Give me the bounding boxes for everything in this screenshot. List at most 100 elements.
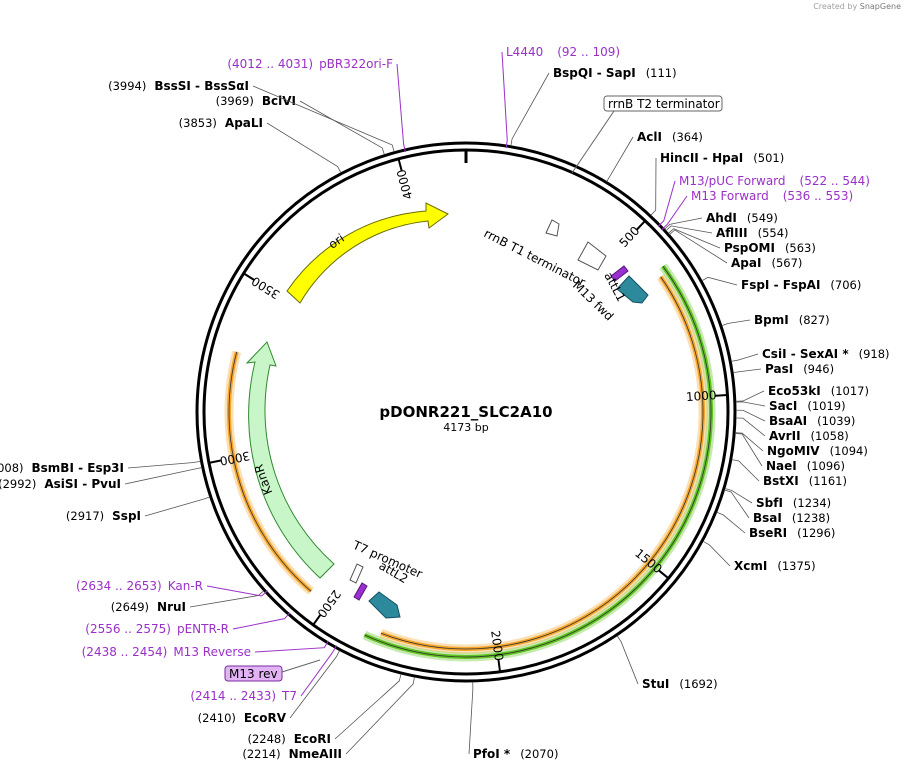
restriction-site[interactable]: NgoMIV(1094) [767, 444, 868, 458]
site-name: BssSI - BssSαI [154, 79, 249, 93]
restriction-site[interactable]: PspOMI(563) [724, 241, 816, 255]
restriction-site[interactable]: ApaI(567) [731, 256, 802, 270]
restriction-site[interactable]: BclVI(3969) [216, 94, 296, 108]
restriction-site[interactable]: PasI(946) [765, 362, 834, 376]
site-position: (2214) [242, 747, 280, 761]
restriction-site[interactable]: HincII - HpaI(501) [660, 151, 784, 165]
m13-rev-box[interactable]: M13 rev [224, 659, 321, 682]
site-name: SacI [769, 399, 797, 413]
restriction-site[interactable]: SbfI(1234) [756, 496, 831, 510]
site-leader [289, 650, 340, 719]
site-name: NmeAIII [289, 747, 342, 761]
primer-name: Kan-R [168, 579, 203, 593]
site-position: (364) [672, 130, 703, 144]
restriction-site[interactable]: Eco53kI(1017) [768, 384, 869, 398]
site-leader [735, 401, 766, 407]
restriction-site[interactable]: EcoRI(2248) [247, 732, 331, 746]
restriction-site[interactable]: ApaLI(3853) [179, 116, 263, 130]
restriction-site[interactable]: AflIII(554) [716, 226, 789, 240]
restriction-site[interactable]: SacI (1019) [769, 399, 846, 413]
primer[interactable]: M13/pUC Forward(522 .. 544) [679, 174, 870, 188]
attL1-feature[interactable] [616, 275, 649, 304]
credit-prefix: Created by [813, 2, 858, 11]
backbone-outer [195, 141, 737, 683]
site-position: (1375) [777, 559, 815, 573]
restriction-site[interactable]: FspI - FspAI(706) [741, 278, 861, 292]
restriction-site[interactable]: BstXI(1161) [763, 474, 847, 488]
site-position: (1234) [793, 496, 831, 510]
primer-name: M13/pUC Forward [679, 174, 786, 188]
site-leader [616, 635, 639, 685]
restriction-site[interactable]: NmeAIII (2214) [242, 747, 342, 761]
primer[interactable]: M13 Forward(536 .. 553) [691, 189, 853, 203]
site-name: BseRI [749, 526, 787, 540]
site-leader [665, 225, 713, 234]
site-name: PspOMI [724, 241, 775, 255]
restriction-site[interactable]: BsmBI - Esp3I(3008) [0, 461, 124, 475]
site-name: AclI [637, 130, 662, 144]
attL2-feature[interactable] [368, 591, 401, 619]
restriction-site[interactable]: AvrII(1058) [769, 429, 849, 443]
restriction-site[interactable]: PfoI *(2070) [473, 747, 558, 761]
site-leader [266, 122, 342, 173]
m13-rev-feature[interactable] [353, 582, 368, 601]
site-leader [664, 217, 703, 230]
site-leader [345, 676, 415, 755]
restriction-site[interactable]: AhdI(549) [706, 211, 778, 225]
rrnB-t2-terminator-box[interactable]: rrnB T2 terminator [571, 95, 723, 174]
site-name: NruI [157, 600, 186, 614]
restriction-site[interactable]: CsiI - SexAI *(918) [762, 347, 890, 361]
site-leader [299, 100, 385, 155]
restriction-site[interactable]: XcmI(1375) [734, 559, 816, 573]
restriction-site[interactable]: EcoRV(2410) [198, 711, 287, 725]
ruler-tick [497, 659, 502, 672]
site-name: BpmI [754, 313, 789, 327]
primer[interactable]: T7(2414 .. 2433) [190, 689, 297, 703]
restriction-site[interactable]: BsaAI (1039) [769, 414, 855, 428]
primer[interactable]: pENTR-R(2556 .. 2575) [85, 622, 229, 636]
primer[interactable]: M13 Reverse(2438 .. 2454) [82, 645, 251, 659]
restriction-site[interactable]: AclI (364) [637, 130, 703, 144]
restriction-site[interactable]: StuI(1692) [642, 677, 718, 691]
site-position: (706) [830, 278, 861, 292]
site-leader [510, 72, 550, 146]
site-name: BsaAI [769, 414, 807, 428]
rrnB-t2-terminator-feature[interactable] [545, 219, 560, 237]
site-position: (1238) [792, 511, 830, 525]
t7-promoter-feature[interactable] [349, 563, 364, 584]
site-position: (3994) [108, 79, 146, 93]
primers-layer: L4440(92 .. 109) M13/pUC Forward(522 .. 5… [76, 45, 870, 703]
site-name: AflIII [716, 226, 748, 240]
arc-outline [364, 265, 712, 658]
restriction-site[interactable]: BpmI(827) [754, 313, 830, 327]
kanr-feature[interactable] [245, 341, 335, 579]
site-position: (1019) [807, 399, 845, 413]
m13-fwd-feature[interactable] [610, 265, 629, 282]
site-position: (3008) [0, 461, 24, 475]
restriction-site[interactable]: BspQI - SapI(111) [553, 66, 677, 80]
rrnB-t2-terminator-box-label: rrnB T2 terminator [608, 97, 720, 111]
ruler-tick [658, 569, 670, 580]
restriction-site[interactable]: SspI(2917) [66, 509, 141, 523]
primer[interactable]: Kan-R(2634 .. 2653) [76, 579, 203, 593]
restriction-site[interactable]: AsiSI - PvuI(2992) [0, 477, 121, 491]
primer[interactable]: L4440(92 .. 109) [506, 45, 620, 59]
ori-feature[interactable] [286, 202, 449, 304]
site-leader [124, 467, 202, 485]
primer-range: (2556 .. 2575) [85, 622, 171, 636]
restriction-site[interactable]: NaeI(1096) [766, 459, 845, 473]
restriction-site[interactable]: NruI(2649) [111, 600, 186, 614]
site-position: (2992) [0, 477, 36, 491]
site-leader [716, 511, 746, 534]
site-leader [735, 433, 763, 467]
site-position: (1039) [817, 414, 855, 428]
restriction-site[interactable]: BseRI(1296) [749, 526, 835, 540]
primer-leader [501, 51, 508, 149]
primer[interactable]: pBR322ori-F(4012 .. 4031) [227, 57, 393, 71]
restriction-site[interactable]: BssSI - BssSαI (3994) [108, 79, 249, 93]
site-position: (1692) [679, 677, 717, 691]
primer-range: (4012 .. 4031) [227, 57, 313, 71]
rrnB-t1-terminator-feature[interactable] [577, 241, 607, 271]
restriction-site[interactable]: BsaI(1238) [753, 511, 830, 525]
sites-layer: BspQI - SapI(111) AclI (364) HincII - HpaI(… [0, 66, 890, 761]
